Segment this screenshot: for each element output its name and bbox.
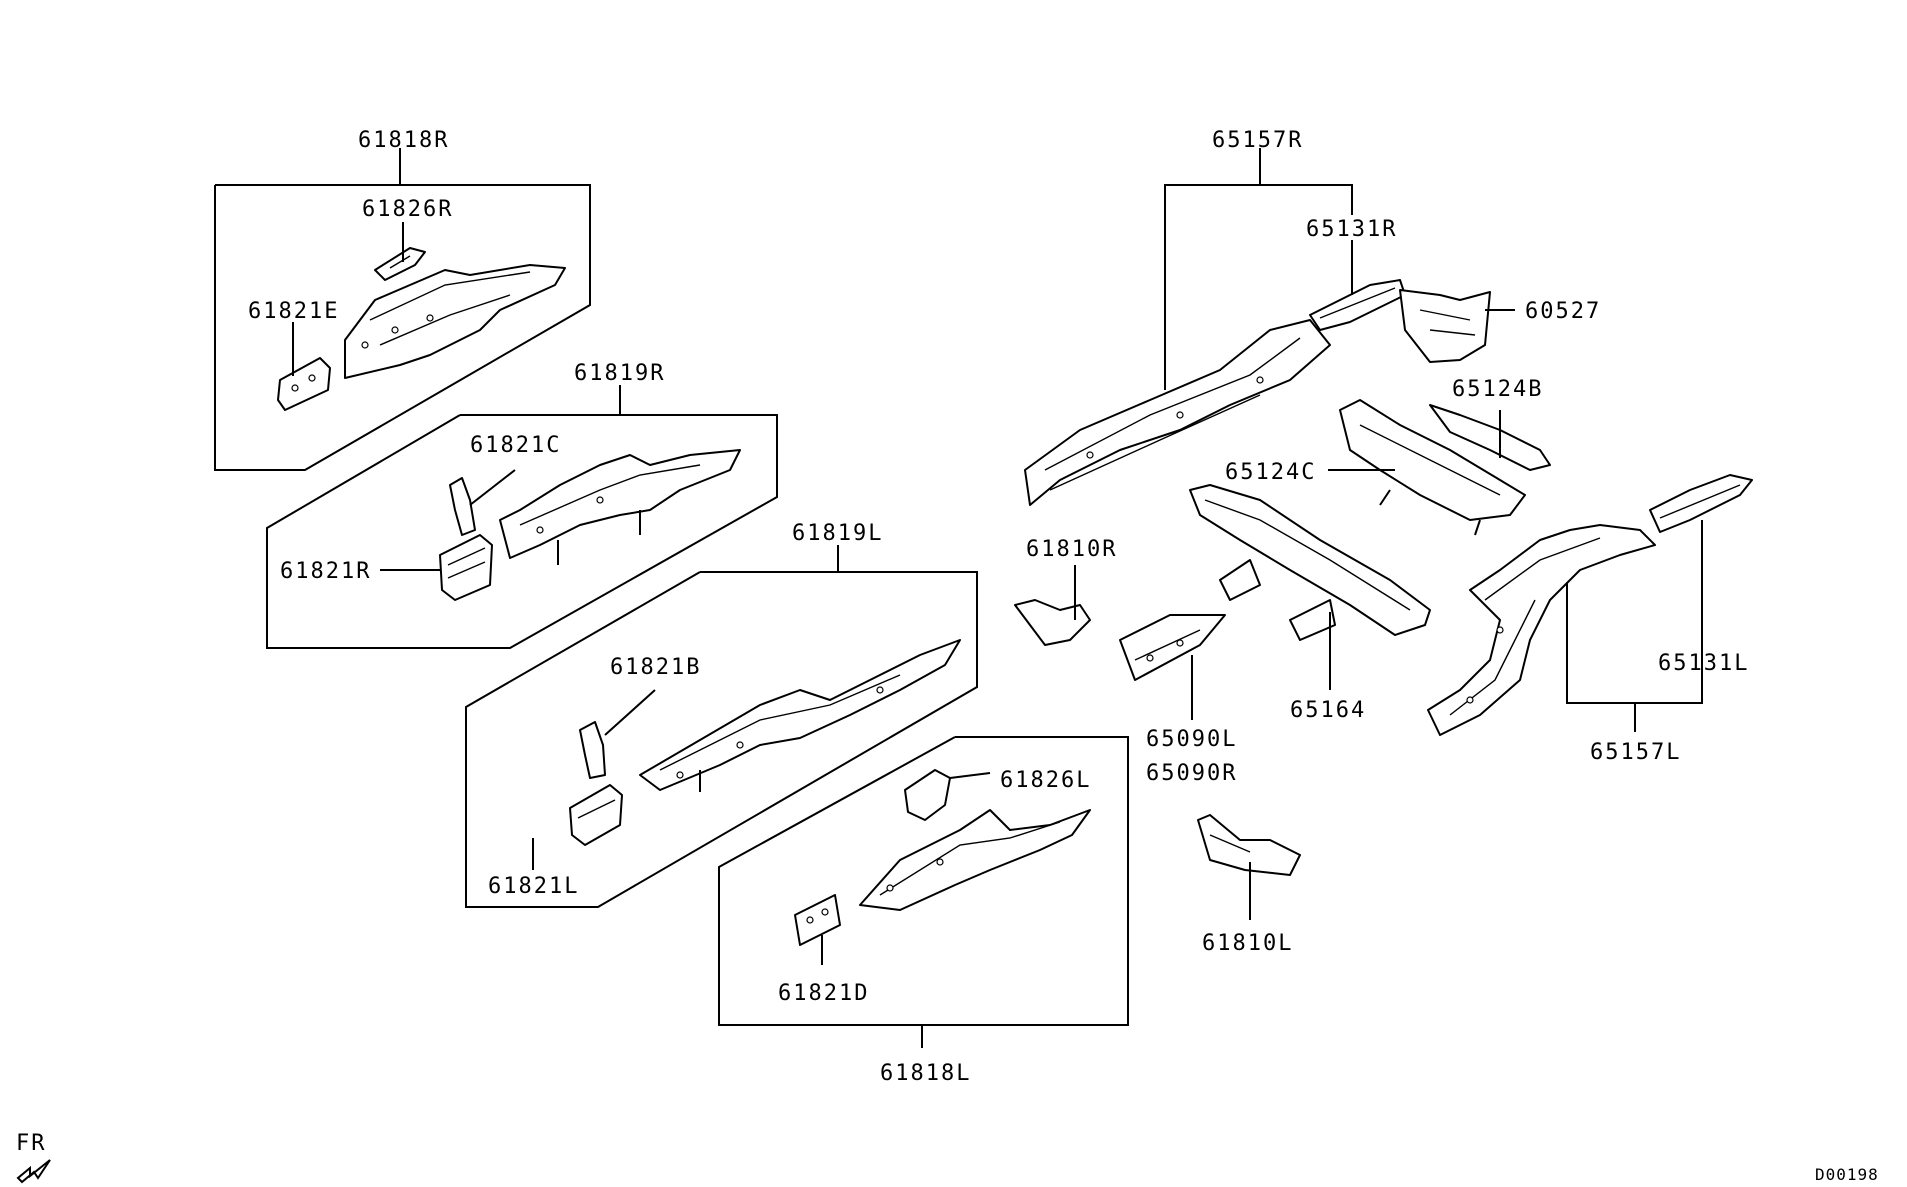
group-frame-61819R — [266, 385, 778, 649]
part-65124B-drawing — [1429, 404, 1551, 471]
part-label-61810R: 61810R — [1026, 537, 1117, 562]
part-label-61821L: 61821L — [488, 874, 579, 899]
group-frame-61819L — [465, 545, 978, 908]
group-bracket-65157R — [1164, 148, 1353, 390]
diagram-code: D00198 — [1815, 1165, 1879, 1184]
part-label-61818R: 61818R — [358, 128, 449, 153]
part-61821C-drawing — [449, 477, 476, 536]
part-label-60527: 60527 — [1525, 299, 1601, 324]
part-label-61819L: 61819L — [792, 521, 883, 546]
group-frame-61818R — [214, 148, 591, 471]
part-61826L-drawing — [904, 769, 951, 821]
part-65124C-drawing — [1339, 399, 1526, 536]
part-65157L-drawing — [1427, 524, 1656, 736]
part-61821D-drawing — [794, 894, 841, 946]
part-label-65090R: 65090R — [1146, 761, 1237, 786]
part-label-61818L: 61818L — [880, 1061, 971, 1086]
part-label-61821B: 61821B — [610, 655, 701, 680]
part-label-61821R: 61821R — [280, 559, 371, 584]
part-label-61810L: 61810L — [1202, 931, 1293, 956]
part-label-61821D: 61821D — [778, 981, 869, 1006]
part-61821B-drawing — [579, 721, 606, 779]
group-frame-61818L — [718, 736, 1129, 1048]
part-61810R-drawing — [1014, 599, 1091, 646]
part-65090-drawing — [1119, 614, 1226, 681]
part-label-65131R: 65131R — [1306, 217, 1397, 242]
part-61818R-drawing — [344, 264, 566, 379]
part-61821R-drawing — [439, 534, 493, 601]
part-61819L-drawing — [639, 639, 961, 792]
part-61821E-drawing — [277, 357, 331, 411]
part-60527-drawing — [1399, 289, 1491, 363]
part-label-61821C: 61821C — [470, 433, 561, 458]
part-label-61826L: 61826L — [1000, 768, 1091, 793]
part-61826R-drawing — [374, 247, 426, 281]
part-61818L-drawing — [859, 809, 1091, 911]
part-label-65124B: 65124B — [1452, 377, 1543, 402]
part-label-65131L: 65131L — [1658, 651, 1749, 676]
front-arrow-icon — [16, 1159, 51, 1184]
part-label-65164: 65164 — [1290, 698, 1366, 723]
front-label: FR — [16, 1131, 47, 1156]
part-label-65090L: 65090L — [1146, 727, 1237, 752]
part-65157R-drawing — [1024, 319, 1331, 506]
part-65164-drawing — [1189, 484, 1431, 641]
part-label-65157L: 65157L — [1590, 740, 1681, 765]
leader-lines — [292, 222, 1703, 965]
part-61810L-drawing — [1197, 814, 1301, 876]
part-61821L-drawing — [569, 784, 623, 846]
part-61819R-drawing — [499, 449, 741, 565]
part-label-61819R: 61819R — [574, 361, 665, 386]
part-label-65157R: 65157R — [1212, 128, 1303, 153]
part-label-65124C: 65124C — [1225, 460, 1316, 485]
part-65131R-drawing — [1309, 279, 1406, 331]
part-65131L-drawing — [1649, 474, 1753, 533]
part-label-61821E: 61821E — [248, 299, 339, 324]
part-label-61826R: 61826R — [362, 197, 453, 222]
